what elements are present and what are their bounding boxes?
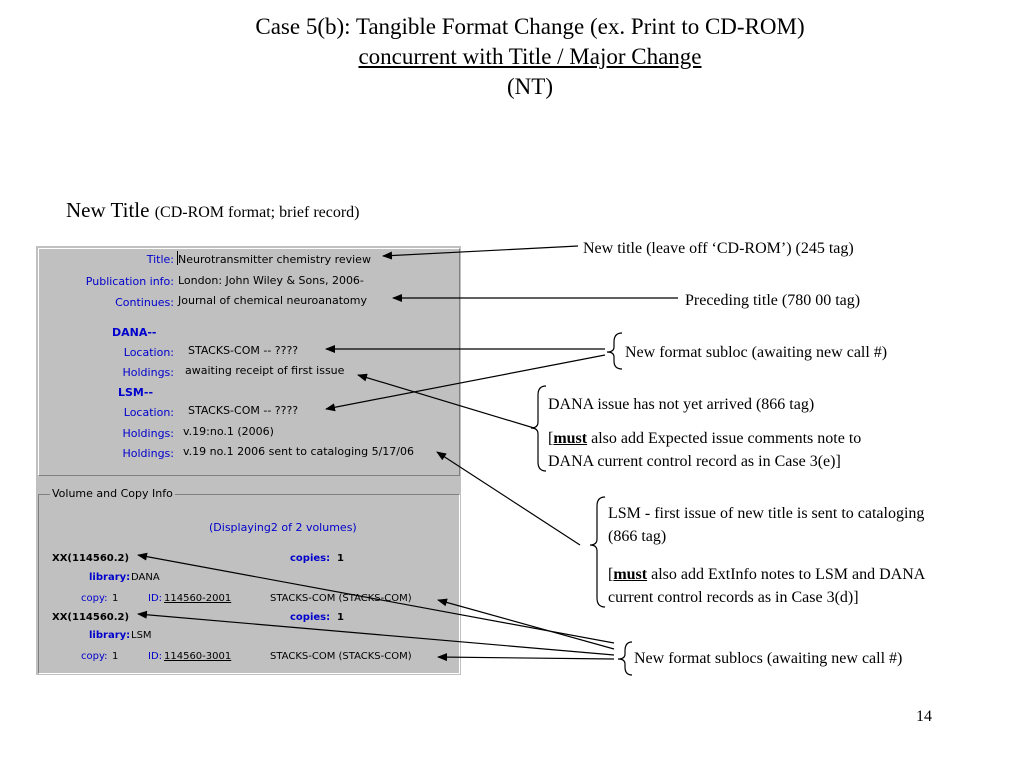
arrow-new-title — [382, 245, 579, 260]
page-number: 14 — [916, 708, 932, 725]
record-box — [38, 248, 460, 476]
copies-label: copies: — [290, 553, 331, 564]
slide-title: Case 5(b): Tangible Format Change (ex. P… — [0, 12, 1024, 102]
lsm-header: LSM-- — [118, 386, 154, 399]
arrow-lsm-holdings — [436, 451, 581, 546]
arrow-dana-holdings — [357, 373, 535, 429]
text-cursor — [177, 251, 178, 265]
annotation-lsm-line2: (866 tag) — [608, 528, 667, 545]
volume-copy-box — [38, 494, 460, 674]
lsm-holdings1-label: Holdings: — [122, 427, 175, 440]
arrow-sublocs-3 — [137, 610, 615, 656]
must-emphasis: must — [553, 430, 588, 447]
bracket-open: [ — [548, 430, 554, 447]
annotation-lsm-line1: LSM - first issue of new title is sent t… — [608, 505, 925, 522]
dana-location-value[interactable]: STACKS-COM -- ???? — [188, 344, 299, 357]
volume-call-number[interactable]: XX(114560.2) — [52, 553, 130, 564]
copies-label: copies: — [290, 612, 331, 623]
copy-label: copy: — [81, 593, 108, 604]
bracket-dana — [530, 385, 547, 472]
bracket-sublocs — [617, 641, 633, 676]
library-value: DANA — [131, 572, 160, 583]
lsm-holdings2-label: Holdings: — [122, 447, 175, 460]
annotation-lsm-line3: [must also add ExtInfo notes to LSM and … — [608, 564, 925, 585]
lsm-holdings1-value[interactable]: v.19:no.1 (2006) — [183, 425, 274, 438]
item-location: STACKS-COM (STACKS-COM) — [270, 593, 412, 604]
copy-value: 1 — [112, 593, 119, 604]
pub-info-value[interactable]: London: John Wiley & Sons, 2006- — [178, 274, 364, 287]
title-label: Title: — [146, 253, 174, 266]
dana-header: DANA-- — [112, 326, 157, 339]
lsm-line3-rest: also add ExtInfo notes to LSM and DANA — [647, 566, 926, 583]
lsm-location-label: Location: — [123, 406, 174, 419]
dana-location-label: Location: — [123, 346, 174, 359]
bracket-open: [ — [608, 566, 614, 583]
annotation-dana-line1: DANA issue has not yet arrived (866 tag) — [548, 396, 815, 413]
volume-copy-legend: Volume and Copy Info — [50, 487, 175, 500]
pub-info-label: Publication info: — [85, 275, 174, 288]
dana-holdings-label: Holdings: — [122, 366, 175, 379]
catalog-screenshot-panel — [36, 246, 461, 675]
displaying-count: (Displaying2 of 2 volumes) — [209, 521, 357, 534]
item-location: STACKS-COM (STACKS-COM) — [270, 651, 412, 662]
continues-label: Continues: — [115, 296, 174, 309]
annotation-preceding-title: Preceding title (780 00 tag) — [685, 292, 861, 309]
annotation-dana-line2: [must also add Expected issue comments n… — [548, 428, 861, 449]
dana-line2-rest: also add Expected issue comments note to — [587, 430, 862, 447]
continues-value[interactable]: Journal of chemical neuroanatomy — [178, 294, 367, 307]
copies-value: 1 — [337, 553, 344, 564]
heading-note: (CD-ROM format; brief record) — [154, 204, 360, 221]
copies-value: 1 — [337, 612, 344, 623]
must-emphasis: must — [613, 566, 648, 583]
item-id-link[interactable]: 114560-2001 — [164, 593, 232, 604]
id-label: ID: — [148, 651, 163, 662]
section-heading: New Title (CD-ROM format; brief record) — [66, 198, 360, 223]
arrow-sublocs-2 — [437, 598, 615, 650]
arrow-sublocs-1 — [137, 552, 615, 644]
bracket-subloc — [606, 332, 623, 370]
copy-value: 1 — [112, 651, 119, 662]
title-line-3: (NT) — [507, 74, 553, 99]
item-id-link[interactable]: 114560-3001 — [164, 651, 232, 662]
dana-holdings-value[interactable]: awaiting receipt of first issue — [185, 364, 345, 377]
annotation-lsm-line4: current control records as in Case 3(d)] — [608, 589, 859, 606]
title-line-1: Case 5(b): Tangible Format Change (ex. P… — [255, 14, 805, 39]
lsm-location-value[interactable]: STACKS-COM -- ???? — [188, 404, 299, 417]
heading-text: New Title — [66, 198, 150, 222]
annotation-new-sublocs: New format sublocs (awaiting new call #) — [634, 650, 903, 667]
library-label: library: — [89, 630, 131, 641]
bracket-lsm — [589, 496, 606, 608]
library-label: library: — [89, 572, 131, 583]
copy-label: copy: — [81, 651, 108, 662]
title-line-2: concurrent with Title / Major Change — [358, 44, 702, 69]
annotation-new-title: New title (leave off ‘CD-ROM’) (245 tag) — [583, 240, 854, 257]
id-label: ID: — [148, 593, 163, 604]
title-value[interactable]: Neurotransmitter chemistry review — [178, 253, 371, 266]
arrow-sublocs-4 — [437, 653, 615, 662]
arrow-subloc-lsm — [325, 354, 606, 412]
lsm-holdings2-value[interactable]: v.19 no.1 2006 sent to cataloging 5/17/0… — [183, 445, 414, 458]
annotation-dana-line3: DANA current control record as in Case 3… — [548, 453, 841, 470]
volume-call-number[interactable]: XX(114560.2) — [52, 612, 130, 623]
annotation-new-subloc: New format subloc (awaiting new call #) — [625, 344, 888, 361]
library-value: LSM — [131, 630, 152, 641]
